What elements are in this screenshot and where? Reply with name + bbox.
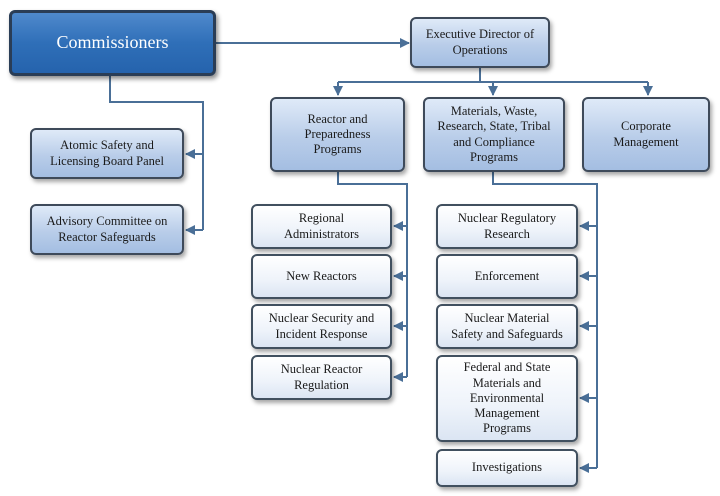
- node-materials-programs-label: Materials, Waste, Research, State, Triba…: [437, 104, 551, 164]
- node-nuclear-regulatory-research-label: Nuclear Regulatory Research: [457, 211, 557, 241]
- node-commissioners: Commissioners: [9, 10, 216, 76]
- node-investigations: Investigations: [436, 449, 578, 487]
- node-aslbp-label: Atomic Safety and Licensing Board Panel: [50, 138, 164, 168]
- node-corporate-management-label: Corporate Management: [613, 119, 679, 149]
- node-nuclear-reactor-regulation-label: Nuclear Reactor Regulation: [280, 362, 363, 392]
- node-materials-programs: Materials, Waste, Research, State, Triba…: [423, 97, 565, 172]
- node-nuclear-security-label: Nuclear Security and Incident Response: [268, 311, 375, 341]
- node-federal-state-materials-label: Federal and State Materials and Environm…: [463, 360, 551, 436]
- node-new-reactors-label: New Reactors: [286, 268, 357, 283]
- node-acrs-label: Advisory Committee on Reactor Safeguards: [46, 214, 168, 244]
- node-new-reactors: New Reactors: [251, 254, 392, 299]
- node-regional-administrators-label: Regional Administrators: [284, 211, 359, 241]
- node-enforcement: Enforcement: [436, 254, 578, 299]
- node-nuclear-security: Nuclear Security and Incident Response: [251, 304, 392, 349]
- node-federal-state-materials: Federal and State Materials and Environm…: [436, 355, 578, 442]
- connector-commissioners-down: [109, 76, 204, 230]
- node-corporate-management: Corporate Management: [582, 97, 710, 172]
- node-executive-director-label: Executive Director of Operations: [425, 27, 535, 57]
- node-investigations-label: Investigations: [471, 460, 543, 475]
- node-acrs: Advisory Committee on Reactor Safeguards: [30, 204, 184, 255]
- node-nuclear-reactor-regulation: Nuclear Reactor Regulation: [251, 355, 392, 400]
- node-nuclear-regulatory-research: Nuclear Regulatory Research: [436, 204, 578, 249]
- node-reactor-programs: Reactor and Preparedness Programs: [270, 97, 405, 172]
- node-executive-director: Executive Director of Operations: [410, 17, 550, 68]
- node-nuclear-material-safety-label: Nuclear Material Safety and Safeguards: [451, 311, 563, 341]
- node-nuclear-material-safety: Nuclear Material Safety and Safeguards: [436, 304, 578, 349]
- node-enforcement-label: Enforcement: [474, 268, 540, 283]
- node-aslbp: Atomic Safety and Licensing Board Panel: [30, 128, 184, 179]
- connector-reactor-down: [337, 172, 408, 377]
- node-reactor-programs-label: Reactor and Preparedness Programs: [304, 111, 371, 157]
- node-commissioners-label: Commissioners: [56, 32, 169, 53]
- node-regional-administrators: Regional Administrators: [251, 204, 392, 249]
